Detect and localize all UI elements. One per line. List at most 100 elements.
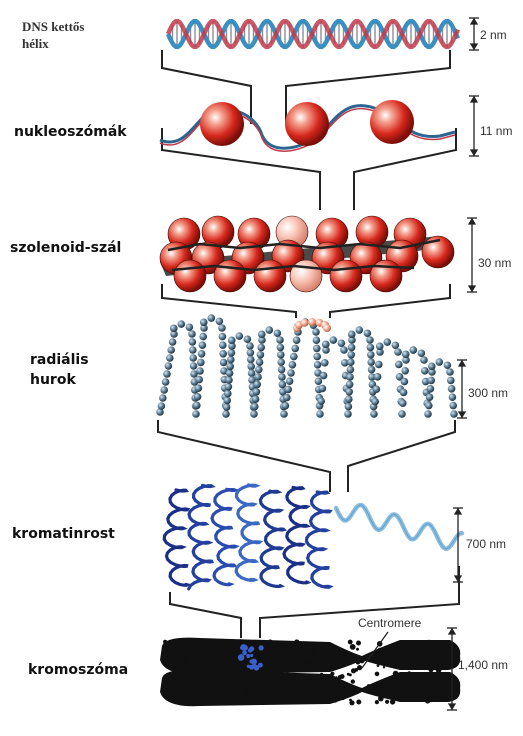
chromatin-bead <box>447 376 455 385</box>
chromatin-bead <box>370 410 378 418</box>
chromatin-texture <box>200 686 206 692</box>
scale-arrow <box>469 149 479 157</box>
chromatin-bead <box>199 318 208 327</box>
chromatin-bead <box>164 362 173 370</box>
chromatin-bead <box>188 330 196 338</box>
chromatin-texture <box>350 668 357 674</box>
chromatin-bead <box>218 324 226 332</box>
chromatin-texture <box>239 640 244 645</box>
chromatin-texture <box>395 648 401 653</box>
chromatin-bead <box>375 342 384 351</box>
chromatin-texture <box>442 663 449 670</box>
chromatin-bead <box>449 401 458 410</box>
chromatin-bead <box>256 351 265 359</box>
chromatin-texture <box>336 656 340 659</box>
chromatin-bead <box>189 362 198 370</box>
radial-loops-illustration <box>156 314 458 418</box>
chromatin-texture <box>452 642 455 645</box>
chromatin-texture <box>412 662 417 666</box>
chromatin-texture <box>273 660 279 667</box>
solenoid-fiber-illustration <box>159 215 455 293</box>
chromatin-bead <box>246 342 254 350</box>
label-chromosome: kromoszóma <box>28 662 129 678</box>
chromatin-texture <box>349 644 356 650</box>
chromatin-bead <box>313 352 322 361</box>
chromatin-bead <box>366 343 375 352</box>
chromatin-texture <box>227 698 234 705</box>
chromatin-texture <box>408 673 412 677</box>
chromatin-texture <box>371 656 377 662</box>
scale-arrow <box>457 411 467 419</box>
chromatin-bead <box>373 373 382 381</box>
chromatin-texture <box>228 667 233 672</box>
chromatin-texture <box>282 673 288 679</box>
chromatin-texture <box>339 661 343 665</box>
chromatin-texture <box>390 692 396 698</box>
highlighted-region <box>258 645 264 651</box>
chromatin-texture <box>209 680 213 684</box>
chromatin-texture <box>330 671 335 676</box>
nucleosomes-illustration <box>159 100 456 152</box>
chromatin-texture <box>389 699 396 705</box>
chromatin-texture <box>349 700 355 706</box>
highlighted-region <box>250 653 254 658</box>
chromatin-bead <box>347 351 356 359</box>
chromatin-bead <box>394 348 402 356</box>
chromatin-texture <box>247 679 252 685</box>
chromatin-bead <box>340 346 348 354</box>
chromatin-bead <box>321 359 329 367</box>
chromatin-texture <box>185 685 190 690</box>
chromatin-texture <box>303 690 310 696</box>
chromatin-texture <box>356 699 362 705</box>
chromatin-texture <box>374 692 378 696</box>
chromatin-texture <box>181 690 187 697</box>
chromatin-bead <box>366 336 374 344</box>
chromatin-bead <box>192 410 200 418</box>
solenoid-nucleosome <box>289 259 323 293</box>
chromatin-texture <box>312 652 316 656</box>
chromatin-bead <box>252 388 261 396</box>
chromatin-bead <box>277 358 286 367</box>
scale-arrow <box>453 507 463 515</box>
chromatin-bead <box>426 385 435 393</box>
chromatin-texture <box>453 680 458 685</box>
chromatin-bead <box>400 377 409 386</box>
chromatin-texture <box>281 658 284 661</box>
chromatin-texture <box>402 689 405 693</box>
chromatin-bead <box>247 362 255 371</box>
chromatin-texture <box>425 698 431 704</box>
chromatin-texture <box>442 654 446 658</box>
chromatin-bead <box>425 393 434 402</box>
chromatin-texture <box>415 682 419 686</box>
chromatin-bead <box>346 365 355 374</box>
chromatin-texture <box>454 695 458 699</box>
chromatin-texture <box>403 648 406 651</box>
chromatin-texture <box>435 692 441 697</box>
chromatin-texture <box>426 654 429 658</box>
chromatin-texture <box>176 641 180 644</box>
chromatin-texture <box>165 689 168 693</box>
chromatin-bead <box>277 351 285 359</box>
chromatin-texture <box>396 680 402 685</box>
chromatin-bead <box>285 377 294 386</box>
chromatin-texture <box>242 685 248 691</box>
chromatin-texture <box>426 675 433 682</box>
chromatin-bead <box>222 410 230 418</box>
chromatin-bead <box>160 386 168 394</box>
chromatin-bead <box>193 393 202 401</box>
chromatin-texture <box>216 639 221 644</box>
label-chromatin-fiber: kromatinrost <box>12 526 115 542</box>
chromatin-texture <box>333 696 338 701</box>
chromatin-bead <box>448 393 457 402</box>
solenoid-nucleosome <box>173 259 207 293</box>
chromatin-texture <box>304 660 308 664</box>
chromatin-texture <box>186 645 190 650</box>
scale-arrow <box>447 627 457 635</box>
chromatin-texture <box>386 687 391 693</box>
chromatin-bead <box>254 365 263 374</box>
chromatin-texture <box>428 683 432 687</box>
chromatin-bead <box>291 344 300 353</box>
chromatin-texture <box>350 679 355 684</box>
nucleosome-bead <box>370 100 414 144</box>
chromatin-bead <box>225 369 234 378</box>
